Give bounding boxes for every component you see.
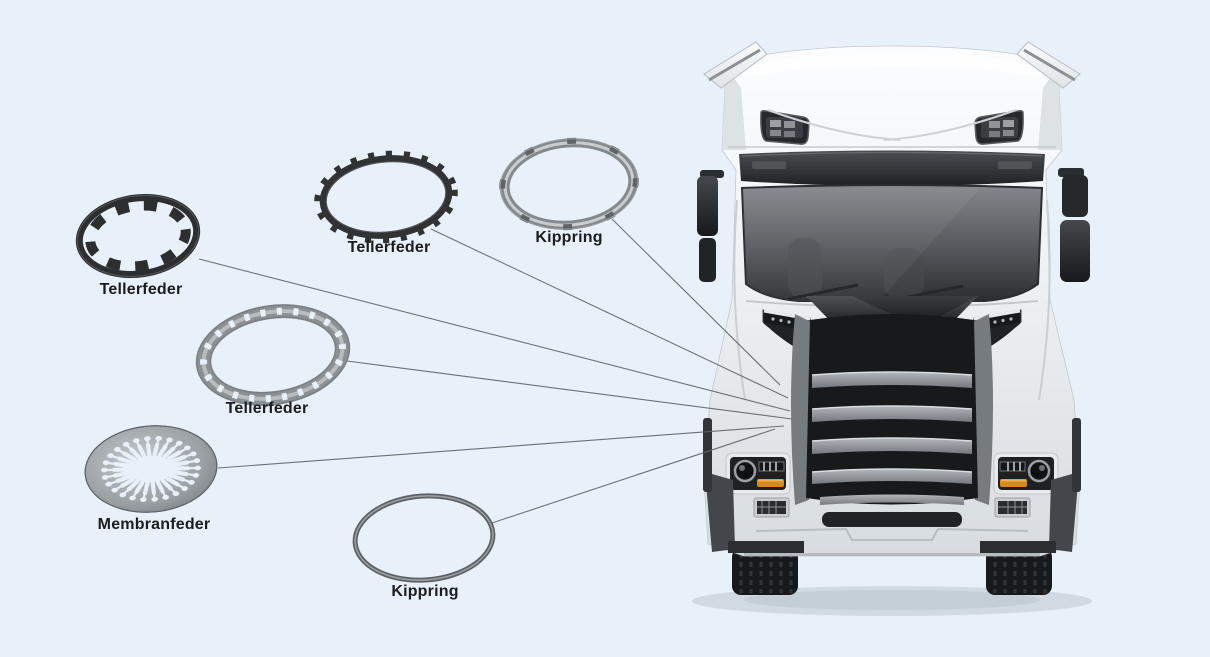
marker-lamp-cell — [1003, 120, 1014, 127]
marker-lamp-cell — [1003, 130, 1014, 136]
hood-gloss — [852, 296, 978, 327]
step-light-right — [994, 497, 1031, 518]
part-tellerfeder-middle — [195, 304, 351, 406]
roof-spoiler-lip — [726, 53, 1058, 78]
led-dot — [1009, 317, 1013, 321]
side-skirt-left — [705, 472, 735, 552]
grille-slat-highlight — [811, 371, 973, 376]
part-label-membranfeder: Membranfeder — [97, 516, 211, 533]
wheel-right — [986, 548, 1052, 595]
grille-flare-left — [791, 314, 811, 505]
wheel-arch-shadow-right — [980, 541, 1056, 553]
cab-crease-right — [1038, 199, 1051, 401]
membranfeder-slots — [100, 436, 202, 502]
part-kippring-bottom — [352, 493, 496, 583]
side-deflector-left — [703, 418, 712, 492]
part-membranfeder — [84, 425, 218, 513]
marker-lamp-cell — [989, 121, 1000, 128]
marker-lamp-cell — [784, 121, 795, 128]
led-dot — [1001, 318, 1005, 323]
grille-flare-right — [973, 314, 993, 505]
wiper-left — [787, 283, 859, 301]
right-side-details — [883, 41, 1090, 553]
ground-shadow-core — [744, 590, 1040, 610]
wheel-left — [732, 548, 798, 595]
headlight-right — [993, 452, 1059, 495]
leader-lines — [198, 218, 793, 524]
roof-winglet-right-shadow — [1023, 48, 1076, 82]
part-tellerfeder-top-left — [75, 193, 201, 279]
grille-slat-highlight — [811, 468, 973, 473]
bumper-intake — [822, 512, 962, 527]
part-label-tellerfeder-middle: Tellerfeder — [225, 400, 309, 417]
part-label-tellerfeder-top-middle: Tellerfeder — [347, 239, 431, 256]
bumper-contour — [755, 527, 1029, 541]
leader-line-tellerfeder-middle — [346, 360, 793, 420]
sun-visor — [739, 150, 1045, 186]
truck-front-view — [692, 41, 1092, 616]
grille-slat-highlight — [811, 437, 973, 442]
bumper-lip-shadow — [744, 553, 1040, 556]
headlight-left — [725, 452, 791, 495]
part-tellerfeder-top-middle — [314, 150, 458, 244]
leader-line-tellerfeder-top-middle — [430, 228, 789, 399]
grille-slat-highlight — [811, 405, 973, 410]
roof-winglet-left-shadow — [708, 48, 761, 82]
sun-visor-highlight — [741, 151, 1043, 157]
led-dot — [779, 318, 783, 323]
grille-slat — [812, 372, 972, 388]
grille-slat — [812, 438, 972, 454]
grille-slat — [812, 406, 972, 422]
part-label-tellerfeder-top-left: Tellerfeder — [99, 281, 183, 298]
roof-side-shade-right — [1038, 66, 1062, 150]
leader-line-kippring-top — [611, 218, 781, 386]
leader-line-membranfeder — [217, 425, 785, 469]
side-mirror-right — [1058, 168, 1090, 282]
marker-lamp-cell — [784, 131, 795, 137]
step-light-left — [753, 497, 790, 518]
marker-lamp-cell — [989, 131, 1000, 137]
grille-slat-narrow — [820, 494, 964, 505]
marker-lamp-cell — [770, 130, 781, 136]
left-side-details — [697, 41, 901, 553]
visor-vent-left — [752, 161, 786, 169]
leader-line-kippring-bottom — [491, 428, 776, 524]
leader-line-tellerfeder-top-left — [198, 258, 791, 412]
roof-side-shade-left — [722, 66, 746, 150]
marker-lamp-cell — [770, 120, 781, 127]
part-label-kippring-top: Kippring — [535, 229, 603, 246]
side-deflector-right — [1072, 418, 1081, 492]
cab-swoosh-right — [883, 109, 1017, 141]
side-mirror-left — [697, 170, 724, 282]
seat-silhouette-left — [788, 238, 822, 298]
led-dot — [771, 317, 775, 321]
wheel-arch-shadow-left — [728, 541, 804, 553]
windshield-reflection — [742, 188, 980, 301]
grille-slats — [811, 371, 973, 505]
grille-slat — [812, 469, 972, 484]
visor-vent-right — [998, 161, 1032, 169]
part-label-kippring-bottom: Kippring — [391, 583, 459, 600]
led-dot — [787, 320, 791, 324]
part-kippring-top — [499, 137, 639, 231]
cab-swoosh-left — [767, 109, 901, 141]
seat-silhouette-right — [884, 248, 924, 300]
side-skirt-right — [1049, 472, 1079, 552]
led-dot — [993, 320, 997, 324]
